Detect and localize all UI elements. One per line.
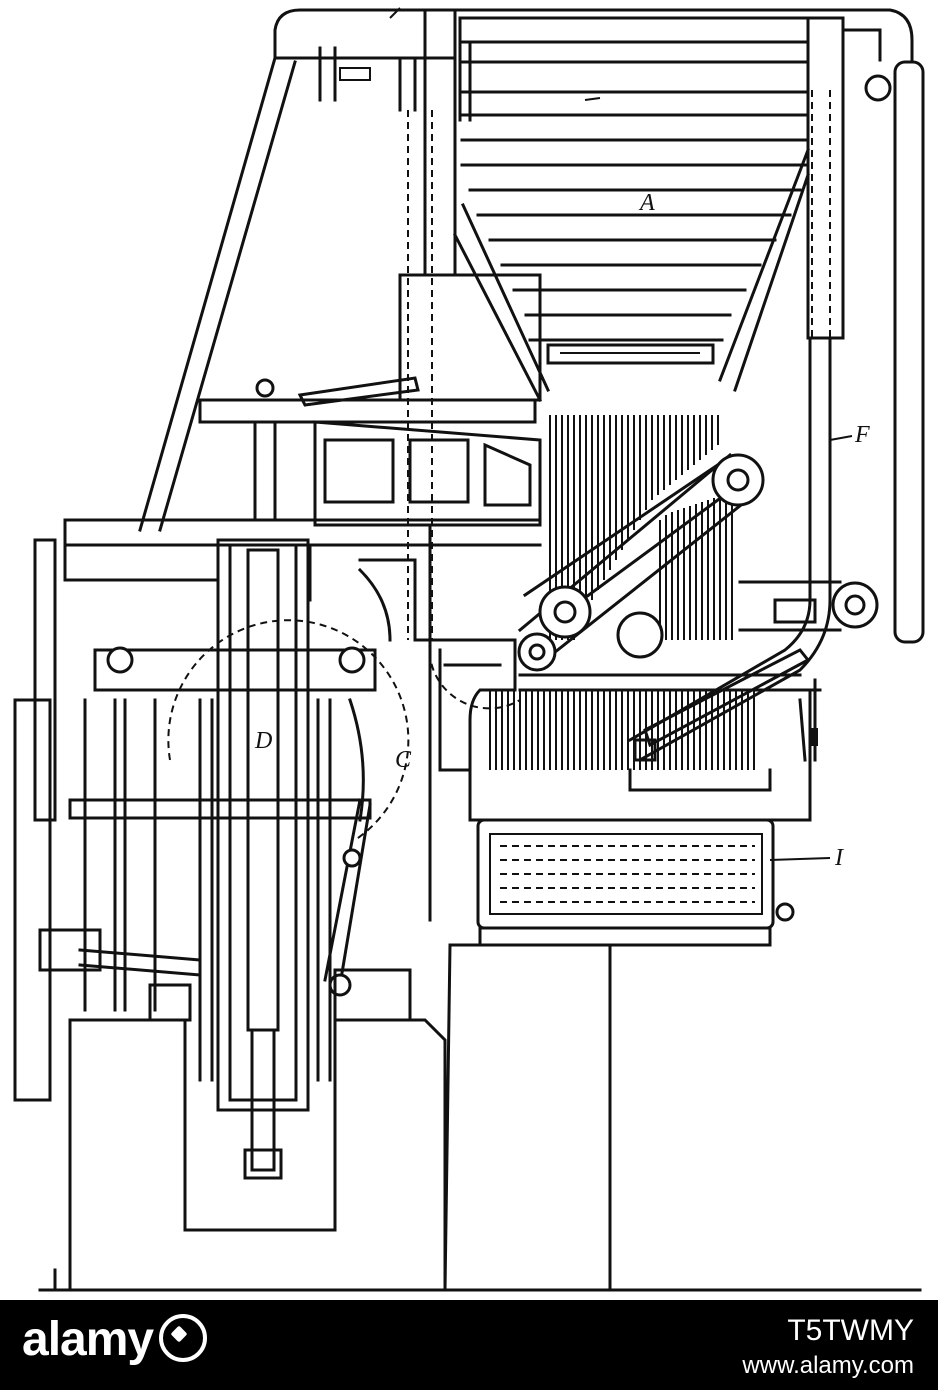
label-a: A [638, 190, 655, 216]
left-strut [138, 56, 297, 532]
site-url: www.alamy.com [742, 1352, 914, 1379]
leader-lines [389, 7, 853, 861]
watermark-bar: alamy T5TWMY www.alamy.com [0, 1300, 938, 1390]
machine-illustration: A C D F I [13, 7, 925, 1292]
central-drive [198, 538, 372, 1180]
crossbar [198, 376, 537, 522]
window-box [313, 420, 542, 527]
left-assembly [13, 538, 377, 1102]
label-d: D [254, 728, 272, 754]
label-f: F [854, 422, 870, 448]
hopper-slats [452, 16, 810, 403]
right-frame [627, 338, 832, 763]
cloth-roll [476, 818, 795, 947]
image-id: T5TWMY [787, 1314, 914, 1347]
pedestal-bases [38, 943, 922, 1292]
engraving-svg: A C D F I [13, 7, 925, 1292]
wheel-d-outline [167, 619, 410, 841]
middle-frame [63, 518, 822, 922]
label-c: C [395, 747, 412, 773]
roller-arm [517, 452, 879, 672]
label-i: I [834, 845, 844, 871]
warp-threads [489, 415, 755, 770]
wheel-c-outline [428, 639, 521, 710]
alamy-logo: alamy [22, 1312, 208, 1367]
logo-text: alamy [22, 1313, 154, 1366]
logo-mark-icon [159, 1314, 208, 1363]
